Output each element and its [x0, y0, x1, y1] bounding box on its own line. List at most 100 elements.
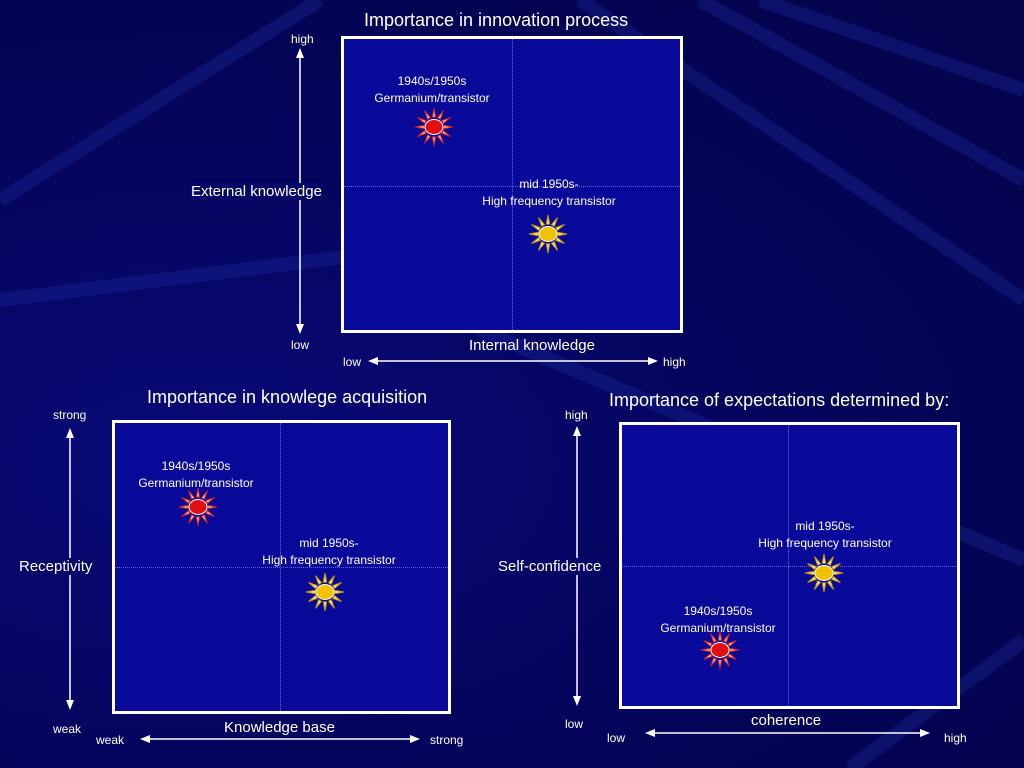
x-axis-arrow	[645, 729, 930, 737]
sun-ray	[722, 633, 730, 643]
sun-ray	[188, 514, 196, 524]
sun-ray	[188, 490, 196, 500]
sun-ray	[424, 110, 432, 120]
sun-marker-yellow-icon	[804, 553, 844, 593]
sun-ray	[814, 580, 822, 590]
sun-ray	[205, 497, 215, 505]
sun-ray	[332, 594, 342, 602]
sun-ray	[717, 630, 723, 641]
panel-title: Importance of expectations determined by…	[609, 390, 950, 410]
sun-ray	[722, 657, 730, 667]
sun-ray	[831, 563, 841, 571]
sun-ray	[327, 575, 335, 585]
sun-ray	[703, 640, 713, 648]
sun-ray	[424, 134, 432, 144]
sun-ray	[322, 572, 328, 583]
y-axis-high-label: high	[291, 32, 314, 46]
sun-ray	[833, 570, 844, 576]
x-axis-low-label: weak	[96, 733, 125, 747]
x-axis-low-label: low	[607, 731, 626, 745]
mid-era-line2: High frequency transistor	[262, 553, 396, 567]
sun-ray	[710, 657, 718, 667]
sun-ray	[700, 647, 711, 653]
sun-ray	[414, 124, 425, 130]
sun-ray	[703, 652, 713, 660]
early-era-label: 1940s/1950s Germanium/transistor	[660, 603, 775, 637]
x-axis-high-label: high	[944, 731, 967, 745]
sun-ray	[727, 652, 737, 660]
x-axis-label: coherence	[751, 712, 822, 729]
sun-ray	[205, 509, 215, 517]
sun-ray	[436, 134, 444, 144]
x-axis-high-label: strong	[430, 733, 464, 747]
sun-ray	[550, 241, 558, 251]
early-era-label: 1940s/1950s Germanium/transistor	[374, 73, 489, 107]
sun-ray	[207, 504, 218, 510]
x-axis-high-label: high	[663, 355, 686, 369]
mid-era-label: mid 1950s- High frequency transistor	[262, 535, 395, 569]
sun-ray	[441, 117, 451, 125]
sun-ray	[531, 236, 541, 244]
sun-ray	[441, 129, 451, 137]
x-axis-arrow	[140, 735, 420, 743]
mid-era-line2: High frequency transistor	[758, 536, 892, 550]
sun-ray	[531, 224, 541, 232]
quadrant-box	[619, 422, 960, 709]
vertical-divider	[512, 39, 513, 330]
early-era-line2: Germanium/transistor	[138, 476, 254, 490]
sun-ray	[807, 575, 817, 583]
panel-title: Importance in innovation process	[364, 10, 629, 30]
sun-marker-red-icon	[178, 487, 218, 527]
mid-era-line1: mid 1950s-	[519, 177, 579, 191]
y-axis-label: Self-confidence	[497, 558, 603, 575]
sun-ray	[332, 582, 342, 590]
sun-ray	[431, 107, 437, 118]
sun-marker-yellow-icon	[305, 572, 345, 612]
sun-ray	[821, 582, 827, 593]
sun-ray	[181, 497, 191, 505]
sun-ray	[729, 647, 740, 653]
sun-ray	[727, 640, 737, 648]
sun-ray	[538, 241, 546, 251]
early-era-line2: Germanium/transistor	[374, 91, 490, 105]
sun-ray	[538, 217, 546, 227]
sun-ray	[195, 516, 201, 527]
mid-era-line1: mid 1950s-	[795, 519, 855, 533]
x-axis-label: Internal knowledge	[469, 337, 595, 354]
sun-ray	[443, 124, 454, 130]
sun-ray	[545, 243, 551, 254]
mid-era-label: mid 1950s- High frequency transistor	[482, 176, 615, 210]
mid-era-label: mid 1950s- High frequency transistor	[758, 518, 891, 552]
sun-ray	[557, 231, 568, 237]
vertical-divider	[788, 425, 789, 706]
sun-ray	[814, 556, 822, 566]
x-axis-low-label: low	[343, 355, 362, 369]
y-axis-label: Receptivity	[18, 558, 94, 575]
sun-ray	[831, 575, 841, 583]
y-axis-low-label: weak	[53, 722, 82, 736]
sun-ray	[821, 553, 827, 564]
sun-ray	[200, 490, 208, 500]
x-axis-label: Knowledge base	[224, 719, 335, 736]
early-era-line1: 1940s/1950s	[683, 604, 753, 618]
y-axis-high-label: strong	[53, 408, 87, 422]
y-axis-low-label: low	[291, 338, 310, 352]
sun-ray	[308, 594, 318, 602]
early-era-label: 1940s/1950s Germanium/transistor	[138, 458, 253, 492]
sun-ray	[327, 599, 335, 609]
sun-ray	[305, 589, 316, 595]
sun-ray	[804, 570, 815, 576]
sun-ray	[528, 231, 539, 237]
sun-ray	[807, 563, 817, 571]
sun-ray	[826, 556, 834, 566]
sun-ray	[417, 117, 427, 125]
y-axis-low-label: low	[565, 717, 584, 731]
sun-ray	[710, 633, 718, 643]
sun-ray	[181, 509, 191, 517]
sun-ray	[826, 580, 834, 590]
sun-ray	[308, 582, 318, 590]
horizontal-divider	[115, 567, 448, 568]
quadrant-box	[112, 420, 451, 714]
y-axis-label: External knowledge	[190, 183, 323, 200]
sun-marker-yellow-icon	[528, 214, 568, 254]
